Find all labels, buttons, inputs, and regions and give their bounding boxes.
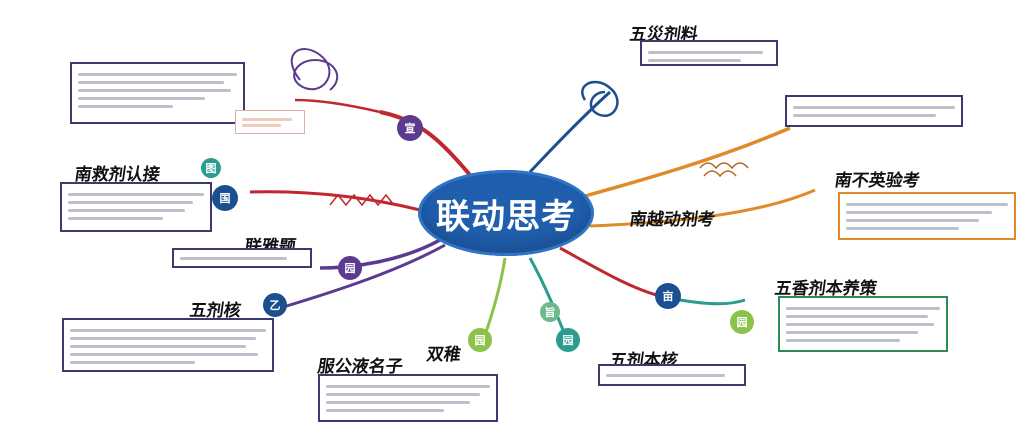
content-box-left-lower [62, 318, 274, 372]
center-title: 联动思考 [436, 189, 576, 238]
content-box-top-left-note [235, 110, 305, 134]
content-box-top-right [640, 40, 778, 66]
knot-decoration-top-right [582, 82, 617, 116]
content-box-bottom-right [598, 364, 746, 386]
node-badge-tl: 宣 [399, 117, 421, 139]
branch-bottom-green [485, 258, 505, 335]
branch-top-right [530, 92, 610, 172]
topic-title: 南越动剂考 [628, 205, 717, 230]
content-box-right [838, 192, 1016, 240]
tracery-decoration-right [700, 163, 748, 176]
branch-lower-right [560, 248, 660, 296]
node-badge-l: 图 [200, 157, 222, 179]
content-box-left-mid [172, 248, 312, 268]
node-badge-green: 园 [469, 329, 491, 351]
node-badge-l2: 国 [214, 187, 236, 209]
branch-left-red [250, 192, 420, 210]
node-badge-teal2: 旨 [539, 301, 561, 323]
node-badge-teal: 园 [557, 329, 579, 351]
content-box-right-upper [785, 95, 963, 127]
branch-bottom-teal [530, 258, 565, 335]
branch-left-purple [320, 240, 440, 268]
node-badge-gr: 园 [731, 311, 753, 333]
topic-title: 南不英验考 [833, 166, 922, 191]
center-node: 联动思考 [418, 170, 594, 256]
branch-right-orange [585, 128, 790, 196]
branch-top-left-2 [295, 100, 380, 112]
content-box-left [60, 182, 212, 232]
content-box-bottom [318, 374, 498, 422]
content-box-right-lower [778, 296, 948, 352]
branch-top-left [380, 112, 470, 175]
knot-decoration-top-left [292, 49, 338, 90]
node-badge-r: 亩 [657, 285, 679, 307]
topic-title: 双稚 [425, 340, 463, 365]
node-badge-mid: 园 [339, 257, 361, 279]
branch-lower-right-green [680, 300, 745, 304]
node-badge-low: 乙 [264, 294, 286, 316]
content-box-top-left [70, 62, 245, 124]
